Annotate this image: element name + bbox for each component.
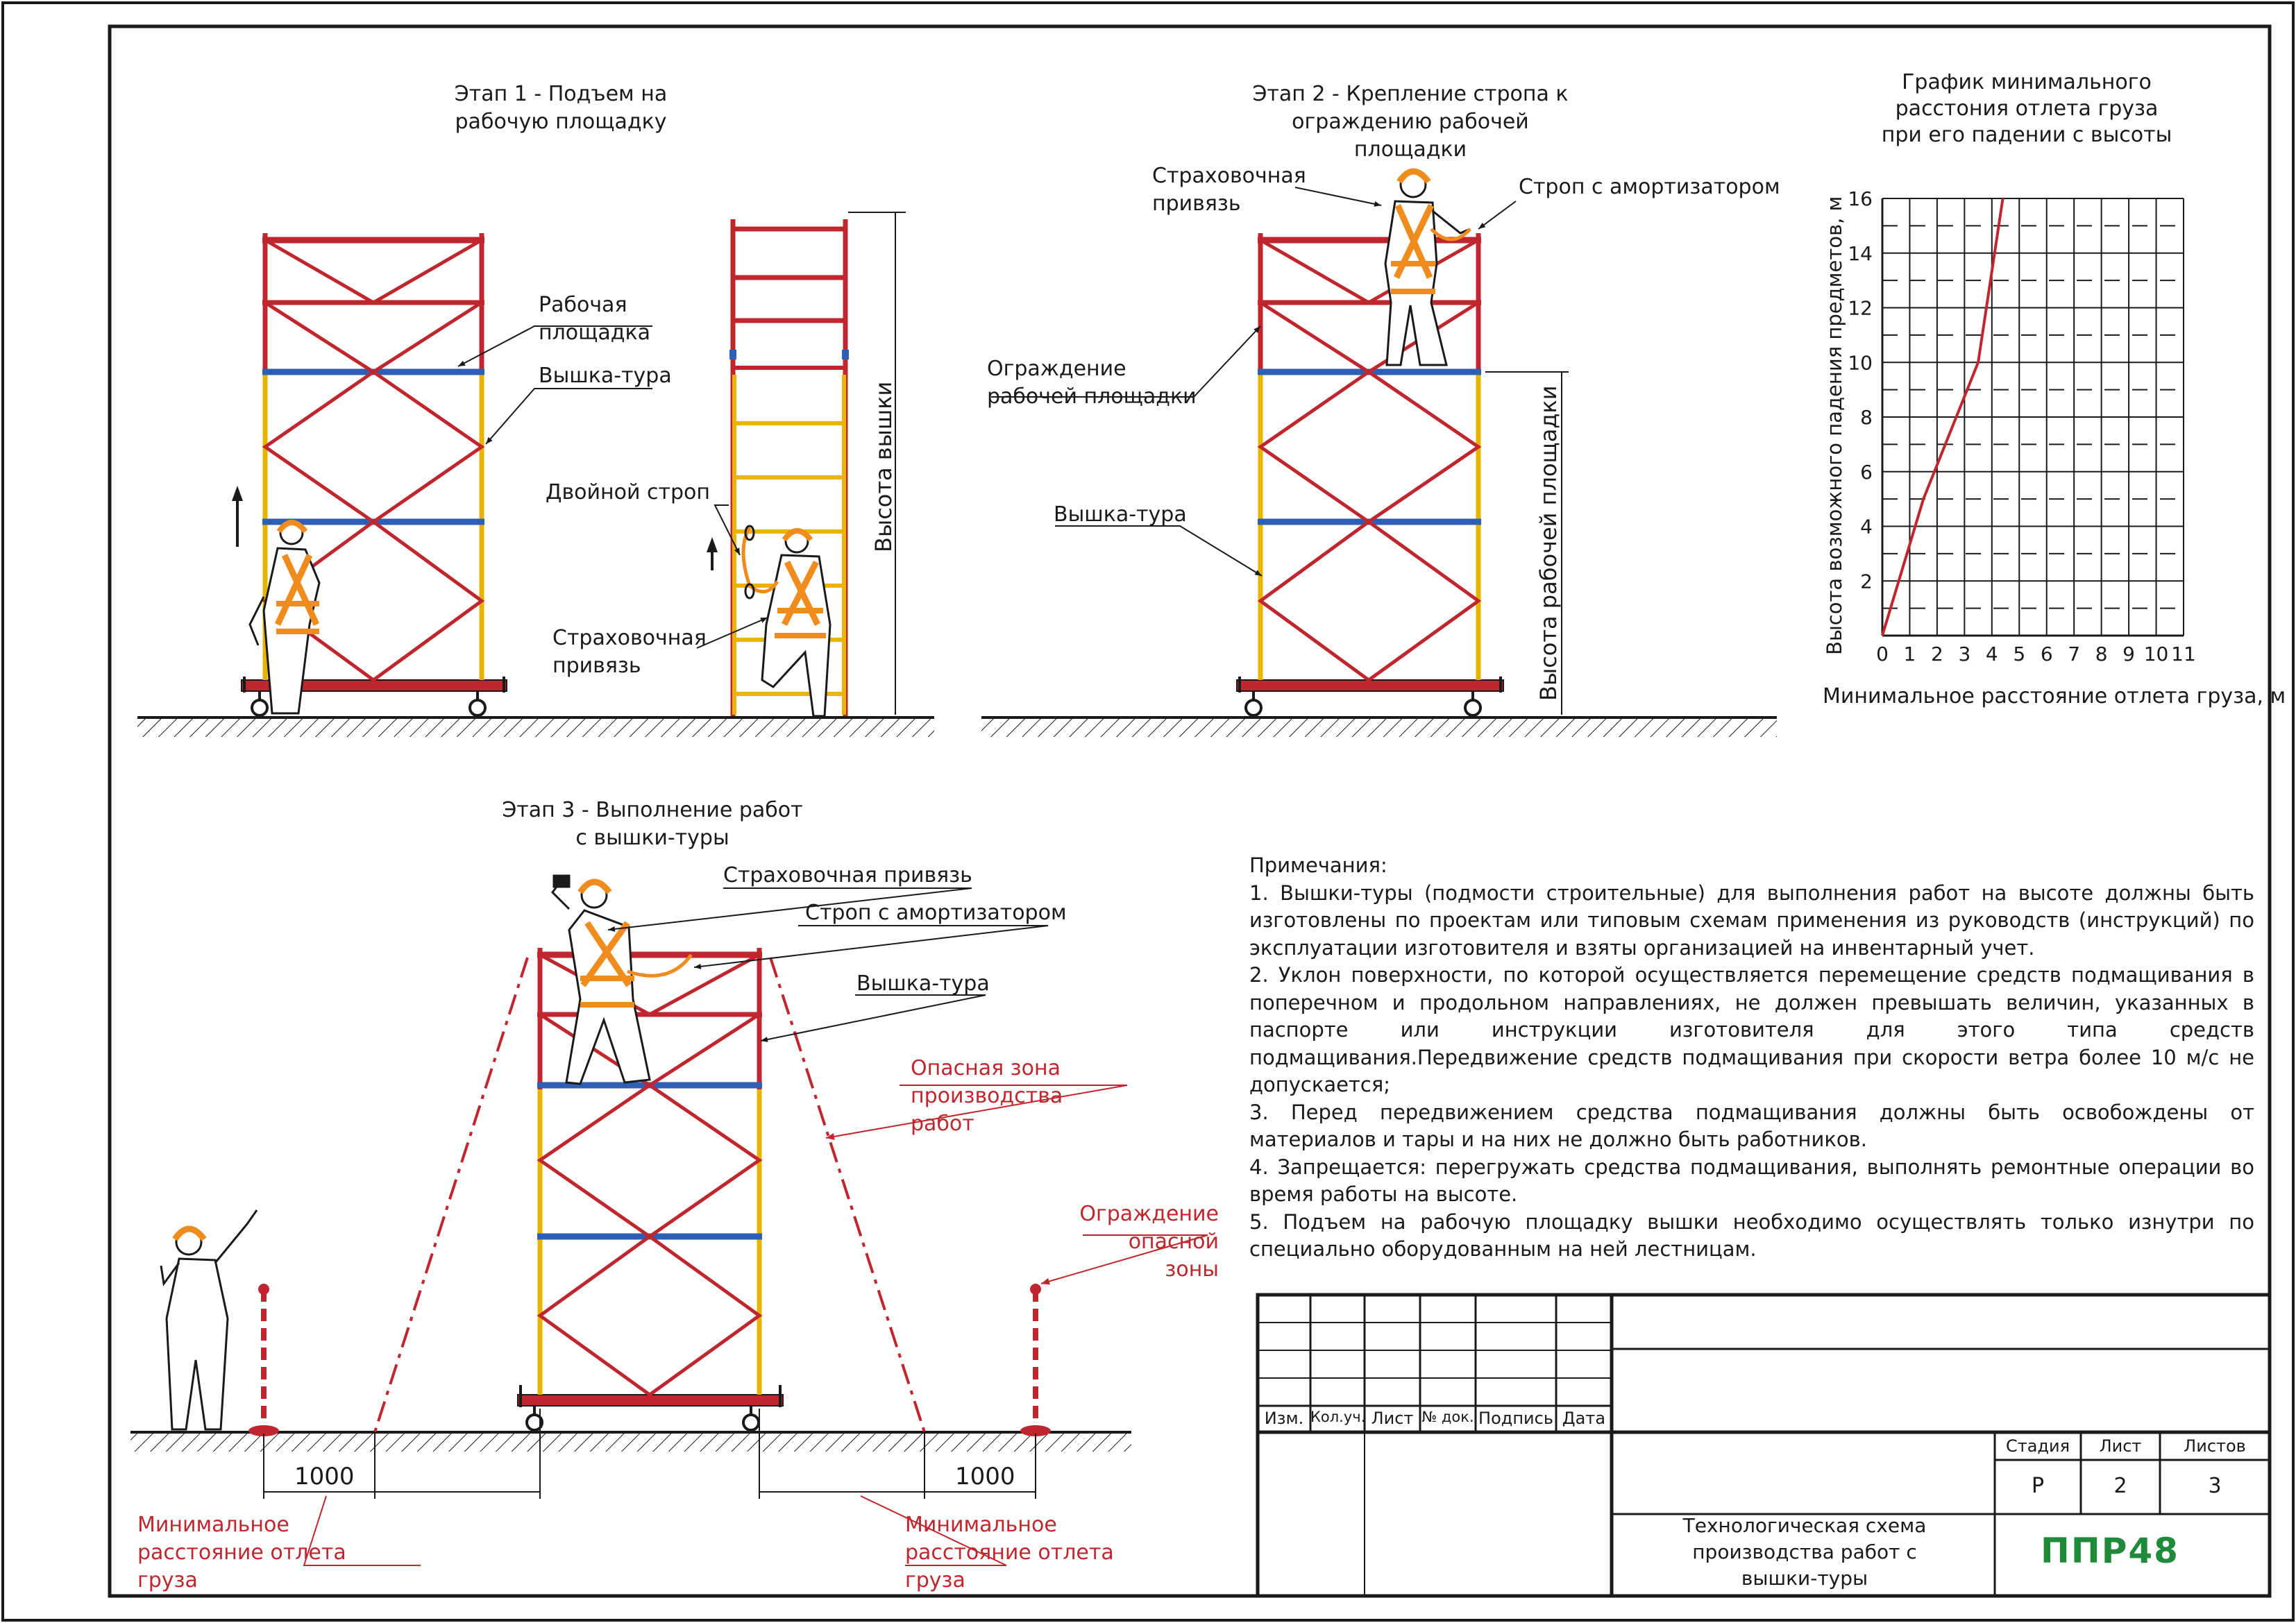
min-distance-right-label: Минимальное расстояние отлета груза [905,1513,1114,1592]
chart-x-tick: 10 [2144,643,2169,665]
note-item: 3. Перед передвижением средства подмащив… [1249,1100,2254,1152]
ground-stage3 [130,1431,1131,1452]
chart-y-tick: 4 [1860,516,1873,538]
worker-stage3 [551,874,693,1085]
leader-lines [303,187,1517,1566]
worker-stage1-ladder [741,525,832,717]
tb-header-sign: Подпись [1478,1409,1553,1428]
min-distance-left-label: Минимальное расстояние отлета груза [137,1513,346,1592]
chart-x-tick: 11 [2171,643,2196,665]
stage3-title: Этап 3 - Выполнение работ с вышки-туры [502,798,803,850]
dimension-lines-stage3 [263,1409,1036,1499]
tb-sheets-label: Листов [2184,1436,2246,1456]
zone-fence-label: Ограждение опасной зоны [1079,1202,1219,1282]
tower-stage1-side [707,212,906,716]
note-item: 4. Запрещается: перегружать средства под… [1249,1155,2254,1207]
ground-stage1 [137,716,934,737]
signal-worker [160,1209,258,1431]
chart-x-tick: 1 [1904,643,1916,665]
stage3-sling-absorber-label: Строп с амортизатором [805,901,1067,925]
notes-heading: Примечания: [1249,853,1387,877]
tower-stage2 [1236,233,1569,717]
chart-x-tick: 0 [1876,643,1889,665]
tb-header-date: Дата [1562,1409,1606,1428]
note-item: 5. Подъем на рабочую площадку вышки необ… [1249,1209,2254,1261]
stage2-harness-label: Страховочная привязь [1152,164,1306,216]
stage2-title: Этап 2 - Крепление стропа к ограждению р… [1252,82,1569,162]
ground-stage2 [981,716,1777,737]
tb-doc-title: Технологическая схема производства работ… [1682,1514,1927,1590]
tower-stage3 [517,948,784,1431]
chart-y-tick: 16 [1848,187,1873,210]
chart-xlabel: Минимальное расстояние отлета груза, м [1823,684,2286,708]
stage1-harness-label: Страховочная привязь [552,626,707,678]
tb-stage-label: Стадия [2005,1436,2070,1456]
note-item: 2. Уклон поверхности, по которой осущест… [1249,963,2254,1096]
stage1-title: Этап 1 - Подъем на рабочую площадку [454,82,668,134]
stage2-platform-fence-label: Ограждение рабочей площадки [987,357,1197,409]
stage1-tower-height-label: Высота вышки [870,381,897,552]
company-logo: ППР48 [2041,1531,2179,1571]
dim-left-value: 1000 [294,1463,355,1490]
stage2-sling-absorber-label: Строп с амортизатором [1519,175,1780,199]
tb-header-list: Лист [1371,1409,1414,1428]
stage1-work-platform-label: Рабочая площадка [539,293,651,345]
chart-title: График минимального расстония отлета гру… [1881,70,2172,147]
dim-right-value: 1000 [955,1463,1015,1490]
tower-stage1-front [232,233,507,717]
note-item: 1. Вышки-туры (подмости строительные) дл… [1249,881,2254,960]
stage3-tower-label: Вышка-тура [856,971,990,996]
tb-header-izm: Изм. [1264,1409,1304,1428]
tb-sheet-label: Лист [2099,1436,2142,1456]
chart-x-tick: 3 [1958,643,1970,665]
chart-y-tick: 14 [1848,242,1873,265]
chart-x-tick: 5 [2013,643,2025,665]
chart-y-tick: 6 [1860,461,1873,484]
tb-header-doc: № док. [1421,1409,1474,1425]
chart-x-tick: 8 [2095,643,2108,665]
title-block [1256,1293,2272,1598]
worker-stage1 [248,520,321,715]
stage2-tower-label: Вышка-тура [1054,502,1187,527]
zone-fence-left [248,1284,279,1436]
tb-sheets-value: 3 [2208,1474,2222,1498]
chart-x-tick: 9 [2122,643,2135,665]
tb-sheet-value: 2 [2113,1474,2127,1498]
chart-x-tick: 4 [1986,643,1998,665]
zone-fence-right [1020,1284,1051,1436]
chart-y-tick: 10 [1848,351,1873,374]
worker-stage2 [1384,168,1471,366]
drawing-frame [108,24,2272,1598]
chart-x-tick: 6 [2041,643,2053,665]
stage3-harness-label: Страховочная привязь [723,863,972,887]
tb-stage-value: Р [2031,1474,2045,1498]
chart-y-tick: 12 [1848,297,1873,320]
chart-x-tick: 7 [2068,643,2080,665]
tb-header-kol: Кол.уч. [1310,1409,1366,1425]
chart-y-tick: 2 [1860,570,1873,593]
chart-y-tick: 8 [1860,406,1873,429]
stage2-platform-height-label: Высота рабочей площадки [1535,385,1562,701]
stage1-double-sling-label: Двойной строп [546,480,710,504]
chart-ylabel: Высота возможного падения предметов, м [1823,196,1846,655]
stage1-tower-label: Вышка-тура [539,364,672,388]
danger-zone-lines [373,957,926,1433]
notes-block: Примечания: 1. Вышки-туры (подмости стро… [1249,852,2254,1264]
danger-zone-label: Опасная зона производства работ [911,1056,1063,1136]
chart-series-line [1881,198,2004,636]
chart-x-tick: 2 [1931,643,1943,665]
